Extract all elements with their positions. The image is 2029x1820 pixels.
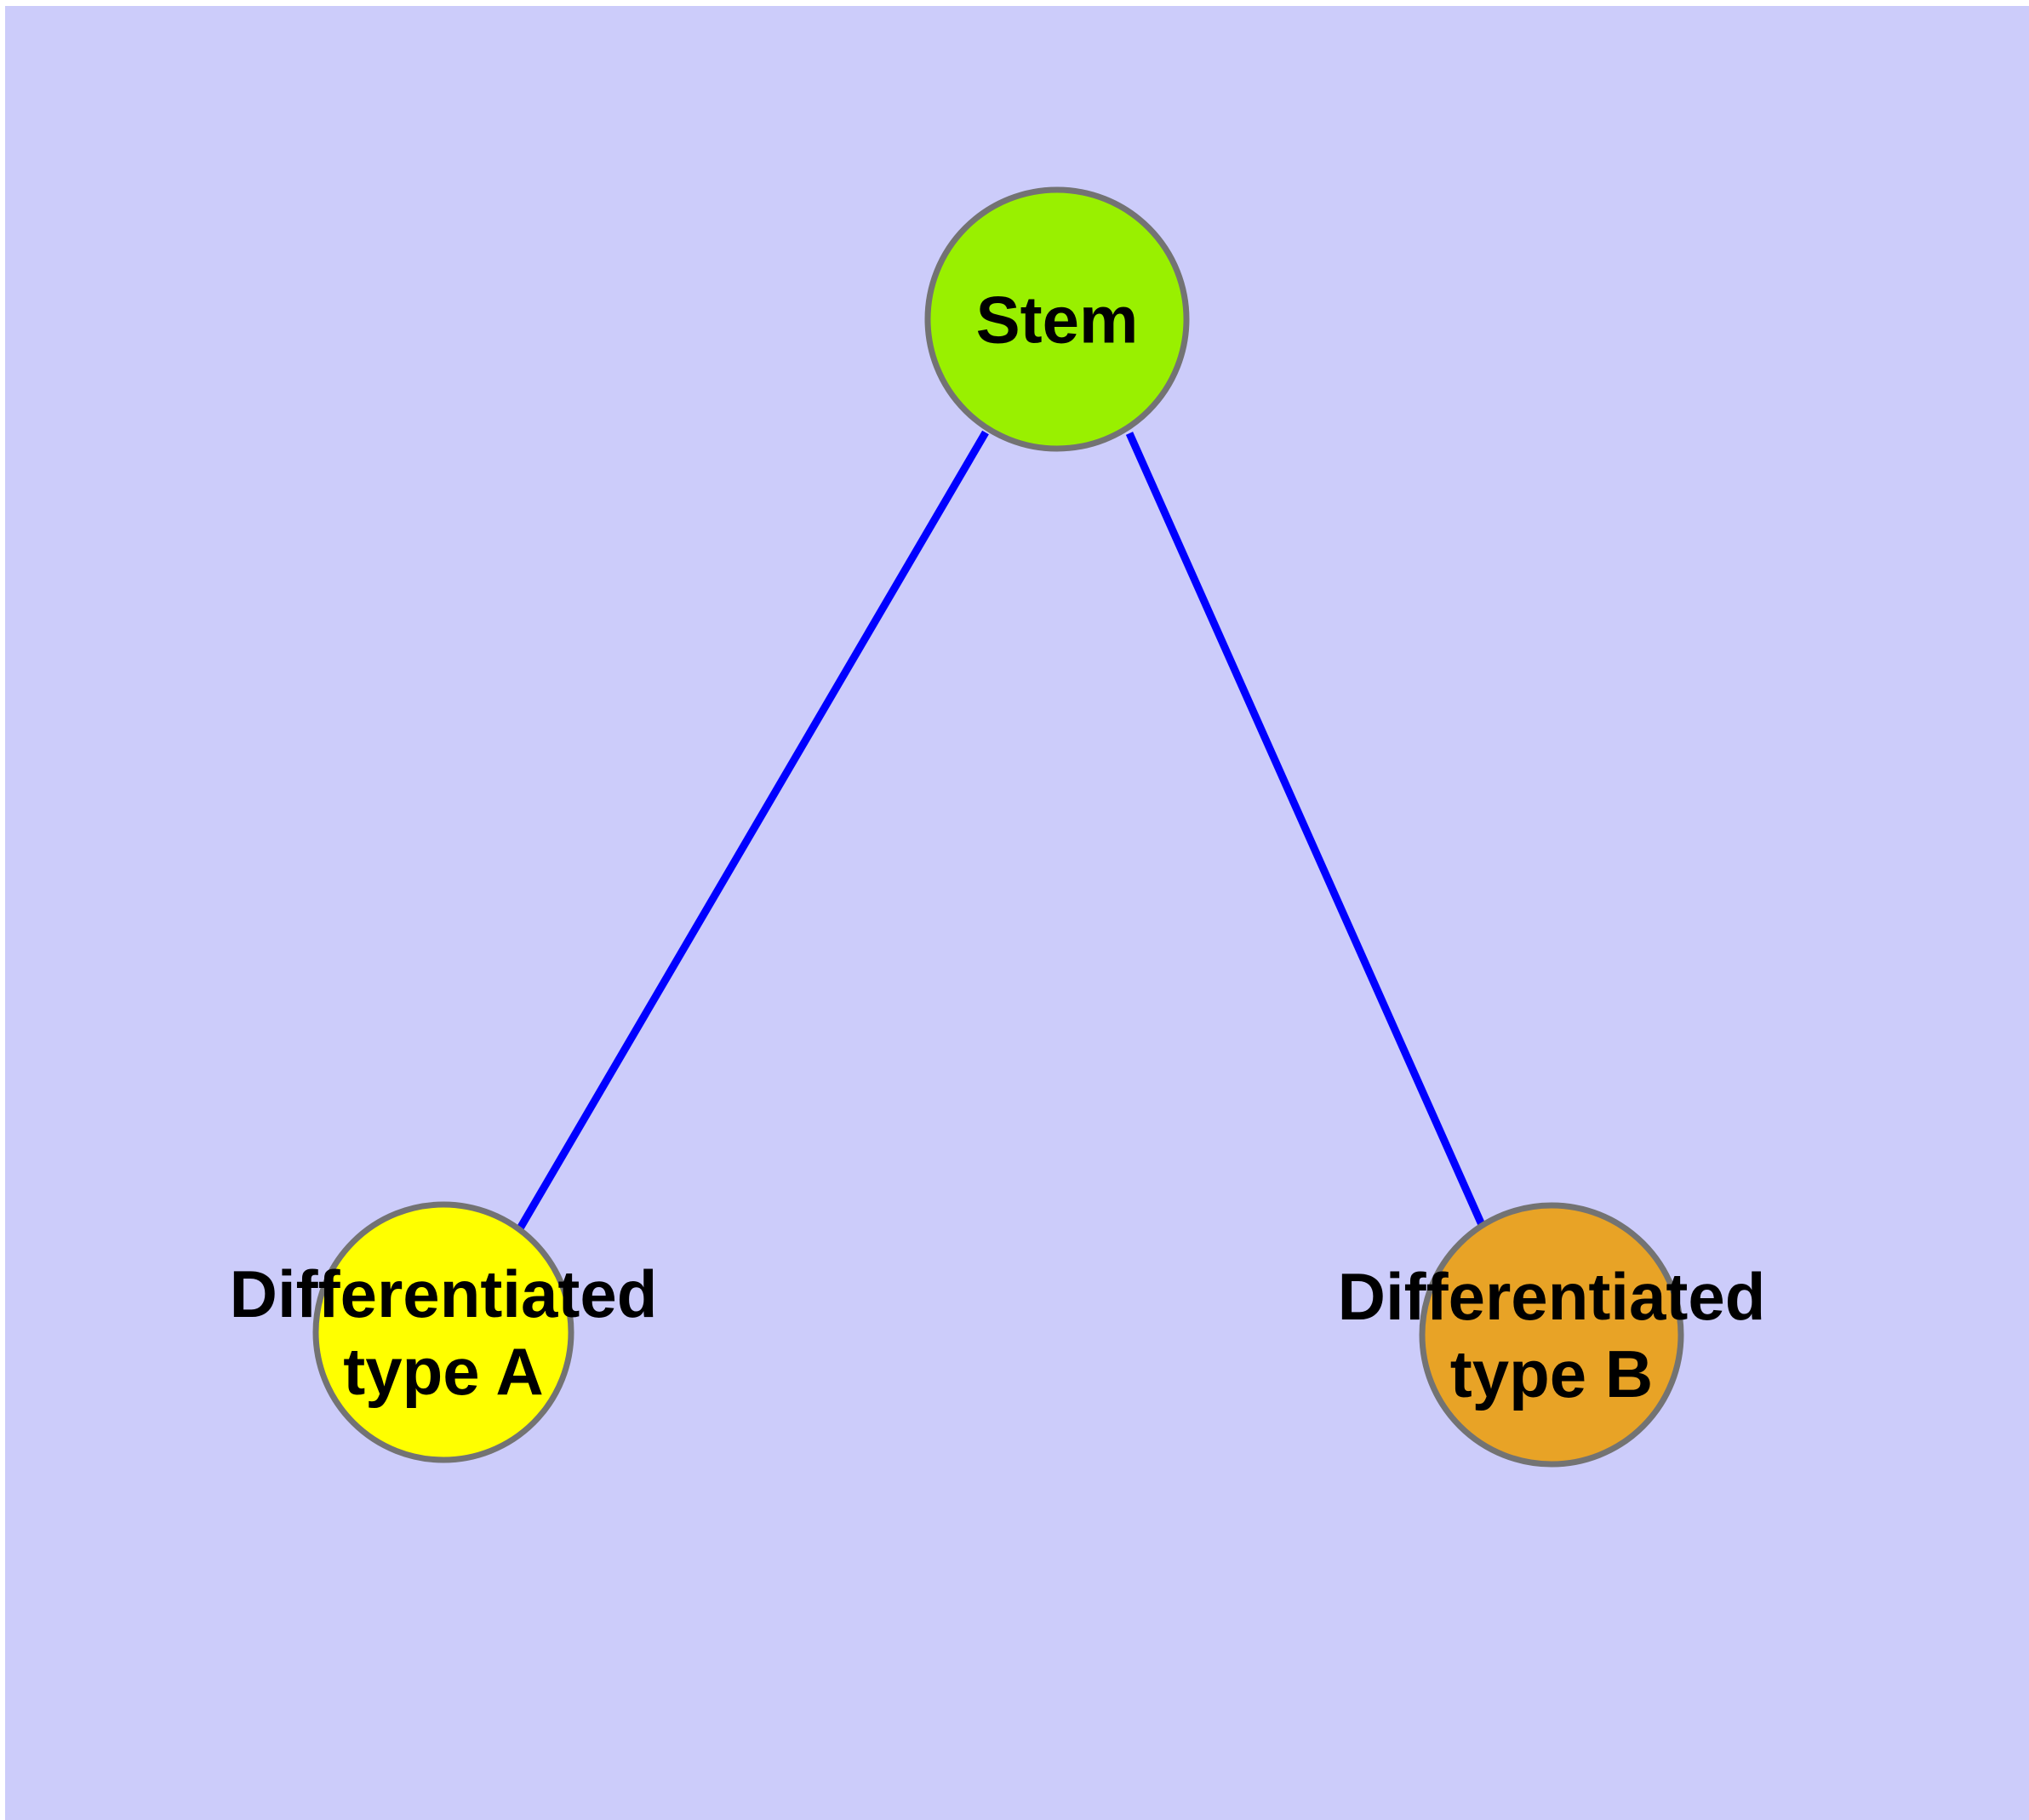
edge-stem-to-differentiated-type-b[interactable] [1125,432,1487,1228]
node-differentiated-type-b-circle[interactable] [1419,1202,1684,1468]
node-differentiated-type-a-circle[interactable] [312,1201,574,1463]
edges-layer [517,430,1487,1231]
edge-stem-to-differentiated-type-a[interactable] [517,430,989,1231]
node-stem[interactable]: Stem [924,186,1190,452]
node-stem-label: Stem [976,282,1139,357]
node-stem-circle[interactable] [924,186,1190,452]
